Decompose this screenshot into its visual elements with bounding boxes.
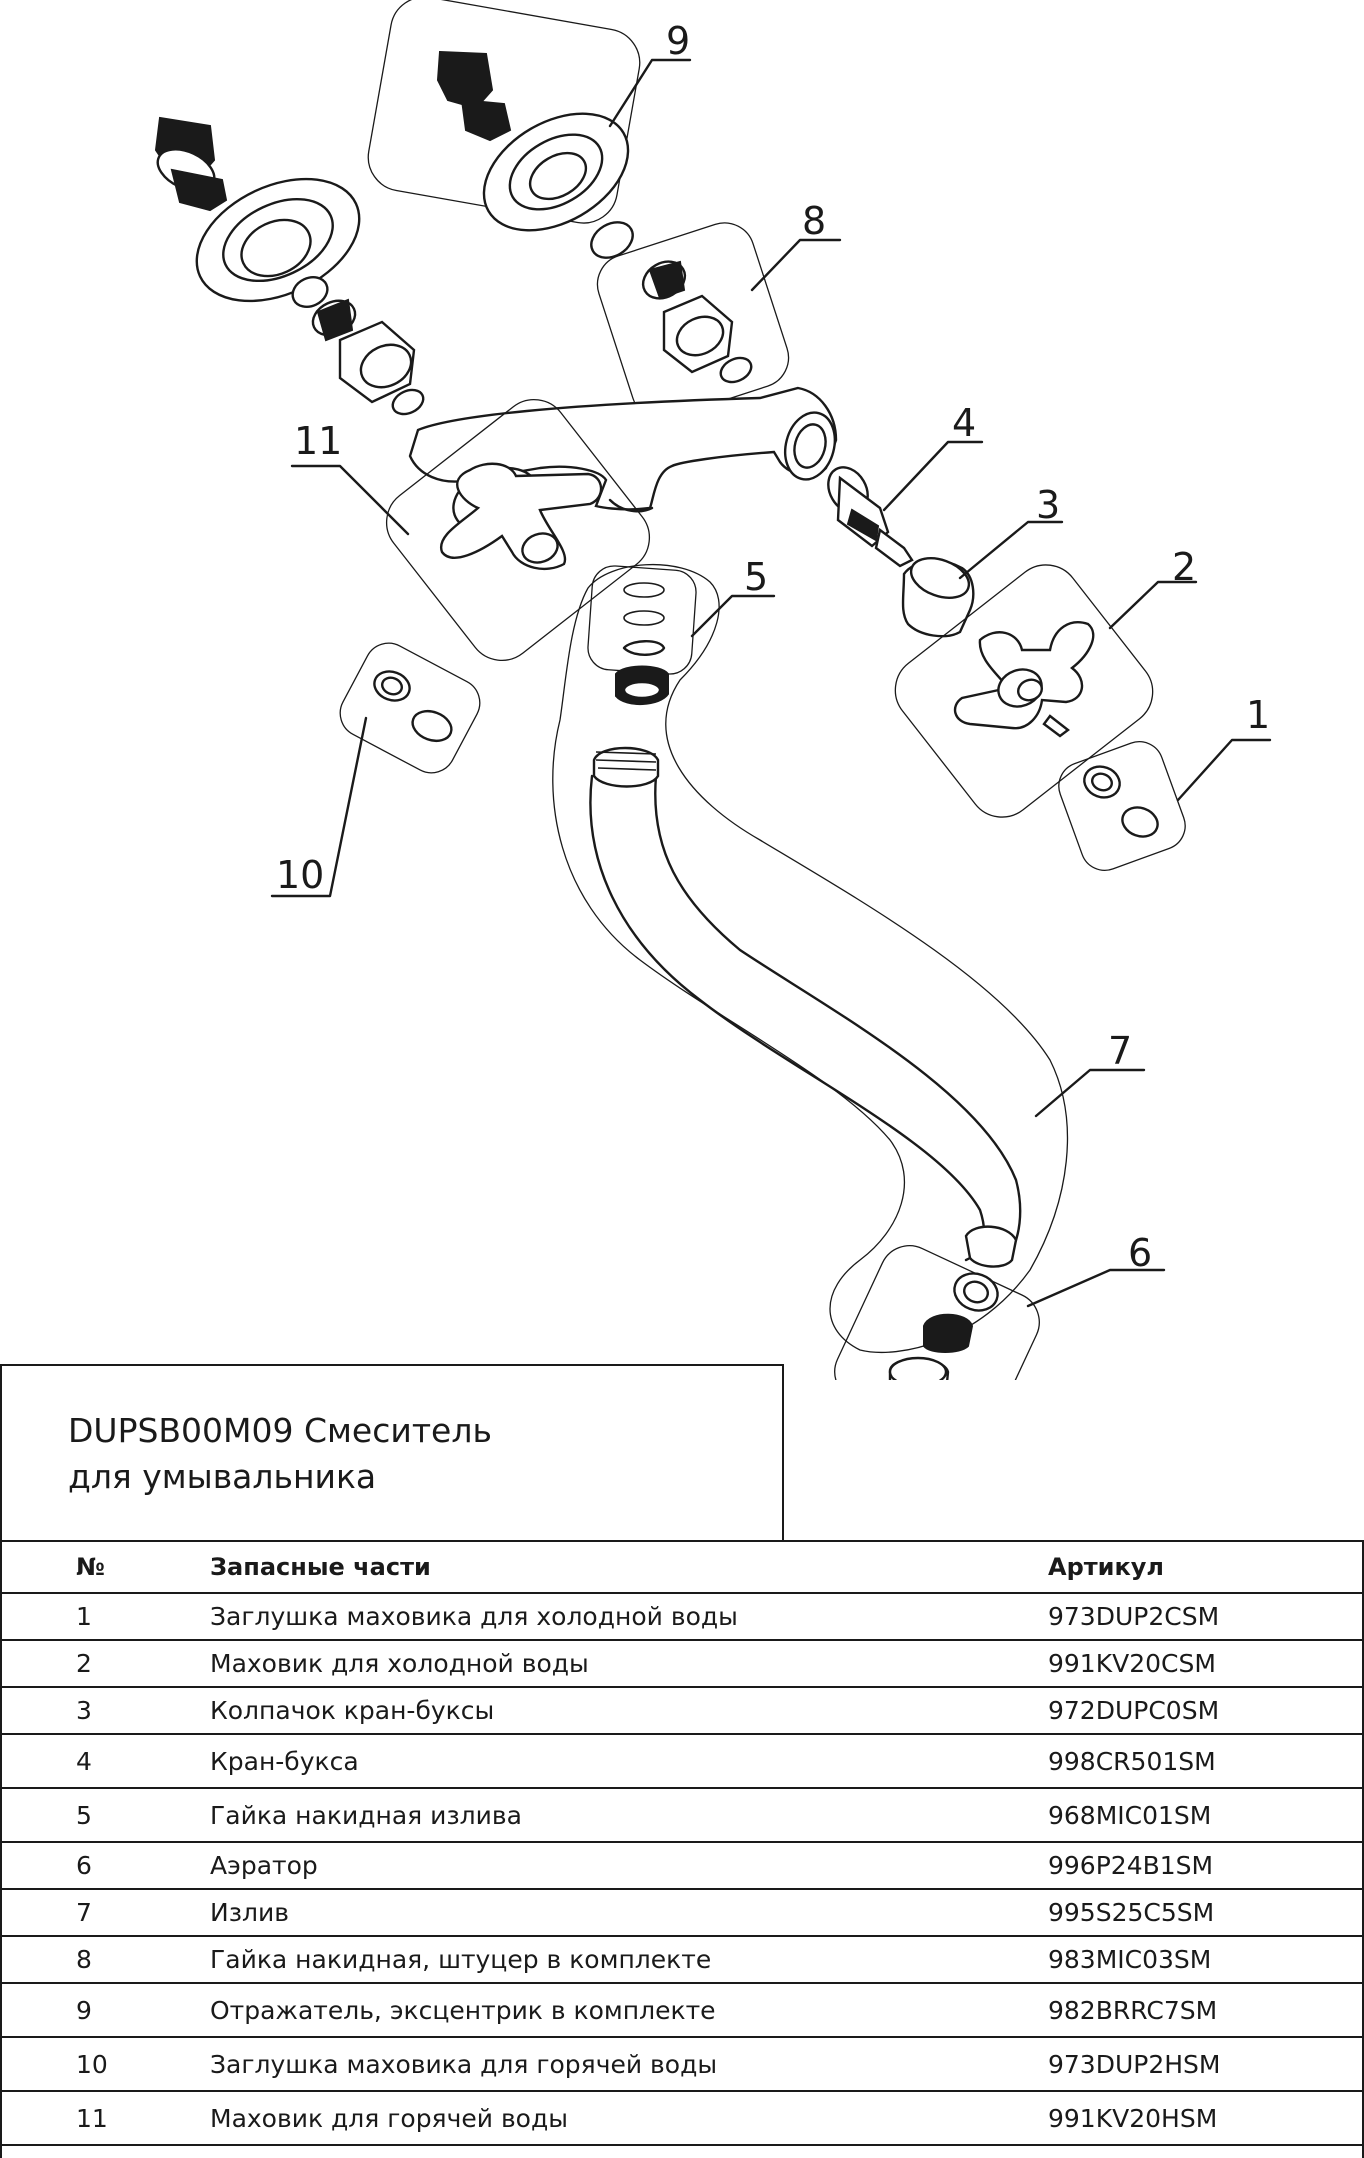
row-name: Кран-букса <box>210 1733 1048 1789</box>
table-header-row: № Запасные части Артикул <box>0 1540 1364 1594</box>
spout <box>552 563 1069 1354</box>
cartridge-cap <box>901 557 975 638</box>
row-article: 972DUPC0SM <box>1048 1686 1364 1735</box>
row-num: 6 <box>0 1841 210 1890</box>
table-row: 6 Аэратор 996P24B1SM <box>0 1841 1364 1890</box>
row-num: 3 <box>0 1686 210 1735</box>
row-article: 983MIC03SM <box>1048 1935 1364 1984</box>
row-name: Маховик для холодной воды <box>210 1639 1048 1688</box>
cold-cap-group <box>1058 741 1186 871</box>
header-article: Артикул <box>1048 1540 1364 1594</box>
callout-3: 3 <box>1036 483 1060 527</box>
row-name: Отражатель, эксцентрик в комплекте <box>210 1982 1048 2038</box>
leader-lines <box>270 58 1272 1308</box>
row-name: Заглушка маховика для горячей воды <box>210 2036 1048 2092</box>
table-row: 7 Излив 995S25C5SM <box>0 1888 1364 1937</box>
row-article: 973DUP2HSM <box>1048 2036 1364 2092</box>
spout-nut-group <box>587 565 697 706</box>
row-article: 995S25C5SM <box>1048 1888 1364 1937</box>
callout-7: 7 <box>1108 1029 1132 1073</box>
cold-eccentric-assembly <box>367 0 641 232</box>
row-article: 973DUP2CSM <box>1048 1592 1364 1641</box>
row-article: 998CR501SM <box>1048 1733 1364 1789</box>
row-num: 9 <box>0 1982 210 2038</box>
cartridge <box>827 466 914 568</box>
table-row: 8 Гайка накидная, штуцер в комплекте 983… <box>0 1935 1364 1984</box>
row-name: Аэратор <box>210 1841 1048 1890</box>
row-name: Гайка накидная излива <box>210 1787 1048 1843</box>
table-row: 10 Заглушка маховика для горячей воды 97… <box>0 2036 1364 2092</box>
row-num: 11 <box>0 2090 210 2146</box>
table-row: 4 Кран-букса 998CR501SM <box>0 1733 1364 1789</box>
callout-5: 5 <box>744 555 768 599</box>
hot-handle-assembly <box>385 399 651 661</box>
exploded-view-diagram: 1 2 3 4 5 6 7 8 9 10 11 <box>154 0 1272 1380</box>
title-box: DUPSB00M09 Смеситель для умывальника <box>0 1364 784 1540</box>
callout-labels: 1 2 3 4 5 6 7 8 9 10 11 <box>276 19 1270 1275</box>
hot-eccentric-assembly <box>154 116 425 416</box>
callout-2: 2 <box>1172 545 1196 589</box>
callout-4: 4 <box>952 401 976 445</box>
row-name: Колпачок кран-буксы <box>210 1686 1048 1735</box>
row-article: 996P24B1SM <box>1048 1841 1364 1890</box>
row-article: 991KV20CSM <box>1048 1639 1364 1688</box>
row-num: 10 <box>0 2036 210 2092</box>
union-nut-assembly <box>590 221 790 420</box>
table-row: 5 Гайка накидная излива 968MIC01SM <box>0 1787 1364 1843</box>
spare-parts-table: № Запасные части Артикул 1 Заглушка махо… <box>0 1540 1364 2146</box>
row-name: Заглушка маховика для холодной воды <box>210 1592 1048 1641</box>
aerator-group <box>834 1245 1040 1380</box>
header-num: № <box>0 1540 210 1594</box>
callout-6: 6 <box>1128 1231 1152 1275</box>
row-num: 2 <box>0 1639 210 1688</box>
table-row: 9 Отражатель, эксцентрик в комплекте 982… <box>0 1982 1364 2038</box>
mixer-body <box>408 386 838 513</box>
cold-handle-assembly <box>894 564 1154 818</box>
row-num: 5 <box>0 1787 210 1843</box>
callout-9: 9 <box>666 19 690 63</box>
row-article: 982BRRC7SM <box>1048 1982 1364 2038</box>
table-row: 2 Маховик для холодной воды 991KV20CSM <box>0 1639 1364 1688</box>
row-num: 1 <box>0 1592 210 1641</box>
row-num: 7 <box>0 1888 210 1937</box>
row-article: 991KV20HSM <box>1048 2090 1364 2146</box>
table-row: 1 Заглушка маховика для холодной воды 97… <box>0 1592 1364 1641</box>
callout-1: 1 <box>1246 693 1270 737</box>
row-name: Гайка накидная, штуцер в комплекте <box>210 1935 1048 1984</box>
row-name: Излив <box>210 1888 1048 1937</box>
row-name: Маховик для горячей воды <box>210 2090 1048 2146</box>
table-row: 3 Колпачок кран-буксы 972DUPC0SM <box>0 1686 1364 1735</box>
table-row: 11 Маховик для горячей воды 991KV20HSM <box>0 2090 1364 2146</box>
row-article: 968MIC01SM <box>1048 1787 1364 1843</box>
row-num: 4 <box>0 1733 210 1789</box>
callout-11: 11 <box>294 419 342 463</box>
row-num: 8 <box>0 1935 210 1984</box>
header-name: Запасные части <box>210 1540 1048 1594</box>
callout-10: 10 <box>276 853 324 897</box>
product-title: DUPSB00M09 Смеситель для умывальника <box>68 1411 492 1496</box>
callout-8: 8 <box>802 199 826 243</box>
hot-cap-group <box>339 642 481 774</box>
